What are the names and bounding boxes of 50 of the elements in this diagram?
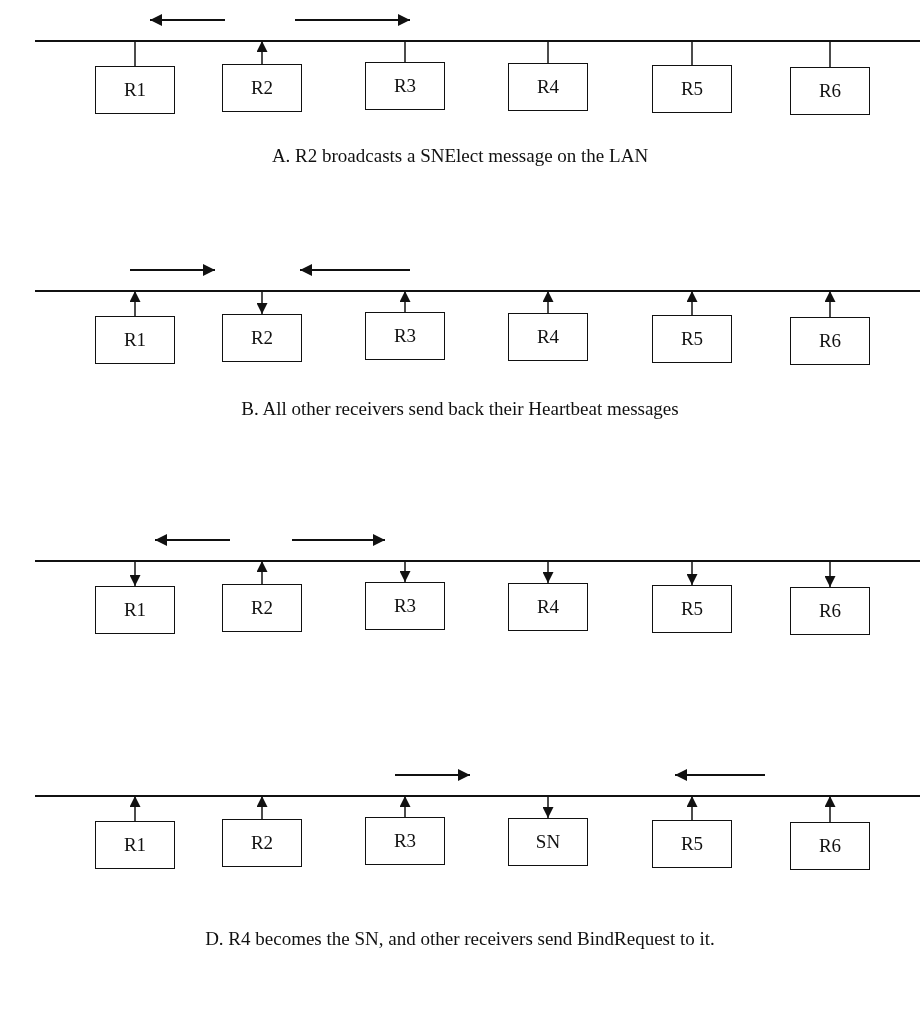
- receiver-box: R1: [95, 316, 175, 364]
- lan-bus-line: [35, 795, 920, 797]
- receiver-box: R5: [652, 65, 732, 113]
- receiver-box: R5: [652, 315, 732, 363]
- receiver-box: R2: [222, 819, 302, 867]
- panel-caption: A. R2 broadcasts a SNElect message on the LAN: [271, 145, 649, 166]
- receiver-box: R3: [365, 62, 445, 110]
- receiver-box: R3: [365, 582, 445, 630]
- connector-arrow: [129, 560, 141, 587]
- receiver-box: R6: [790, 317, 870, 365]
- receiver-box: R4: [508, 583, 588, 631]
- panel-caption: D. R4 becomes the SN, and other receivers send BindRequest to it.: [205, 928, 715, 949]
- receiver-box: R4: [508, 313, 588, 361]
- receiver-box: R3: [365, 817, 445, 865]
- receiver-box: R6: [790, 587, 870, 635]
- connector-arrow: [256, 290, 268, 315]
- connector-arrow: [129, 290, 141, 317]
- lan-bus-line: [35, 290, 920, 292]
- connector-arrow: [256, 795, 268, 820]
- connector-arrow: [686, 560, 698, 586]
- receiver-box: R5: [652, 585, 732, 633]
- receiver-box: SN: [508, 818, 588, 866]
- panel-caption: B. All other receivers send back their Heartbeat messages: [241, 398, 679, 419]
- receiver-box: R3: [365, 312, 445, 360]
- receiver-box: R2: [222, 314, 302, 362]
- connector-arrow: [542, 560, 554, 584]
- lan-bus-line: [35, 560, 920, 562]
- receiver-box: R1: [95, 66, 175, 114]
- connector-arrow: [542, 290, 554, 314]
- connector-arrow: [542, 795, 554, 819]
- connector-arrow: [686, 290, 698, 316]
- connector-arrow: [256, 560, 268, 585]
- receiver-box: R6: [790, 67, 870, 115]
- connector-arrow: [399, 560, 411, 583]
- lan-bus-line: [35, 40, 920, 42]
- receiver-box: R6: [790, 822, 870, 870]
- receiver-box: R1: [95, 821, 175, 869]
- connector-arrow: [399, 290, 411, 313]
- connector-arrow: [824, 560, 836, 588]
- connector-arrow: [129, 795, 141, 822]
- connector-arrow: [686, 795, 698, 821]
- receiver-box: R4: [508, 63, 588, 111]
- connector-arrow: [399, 795, 411, 818]
- connector-arrow: [824, 290, 836, 318]
- receiver-box: R1: [95, 586, 175, 634]
- receiver-box: R5: [652, 820, 732, 868]
- receiver-box: R2: [222, 584, 302, 632]
- connector-arrow: [824, 795, 836, 823]
- connector-arrow: [256, 40, 268, 65]
- receiver-box: R2: [222, 64, 302, 112]
